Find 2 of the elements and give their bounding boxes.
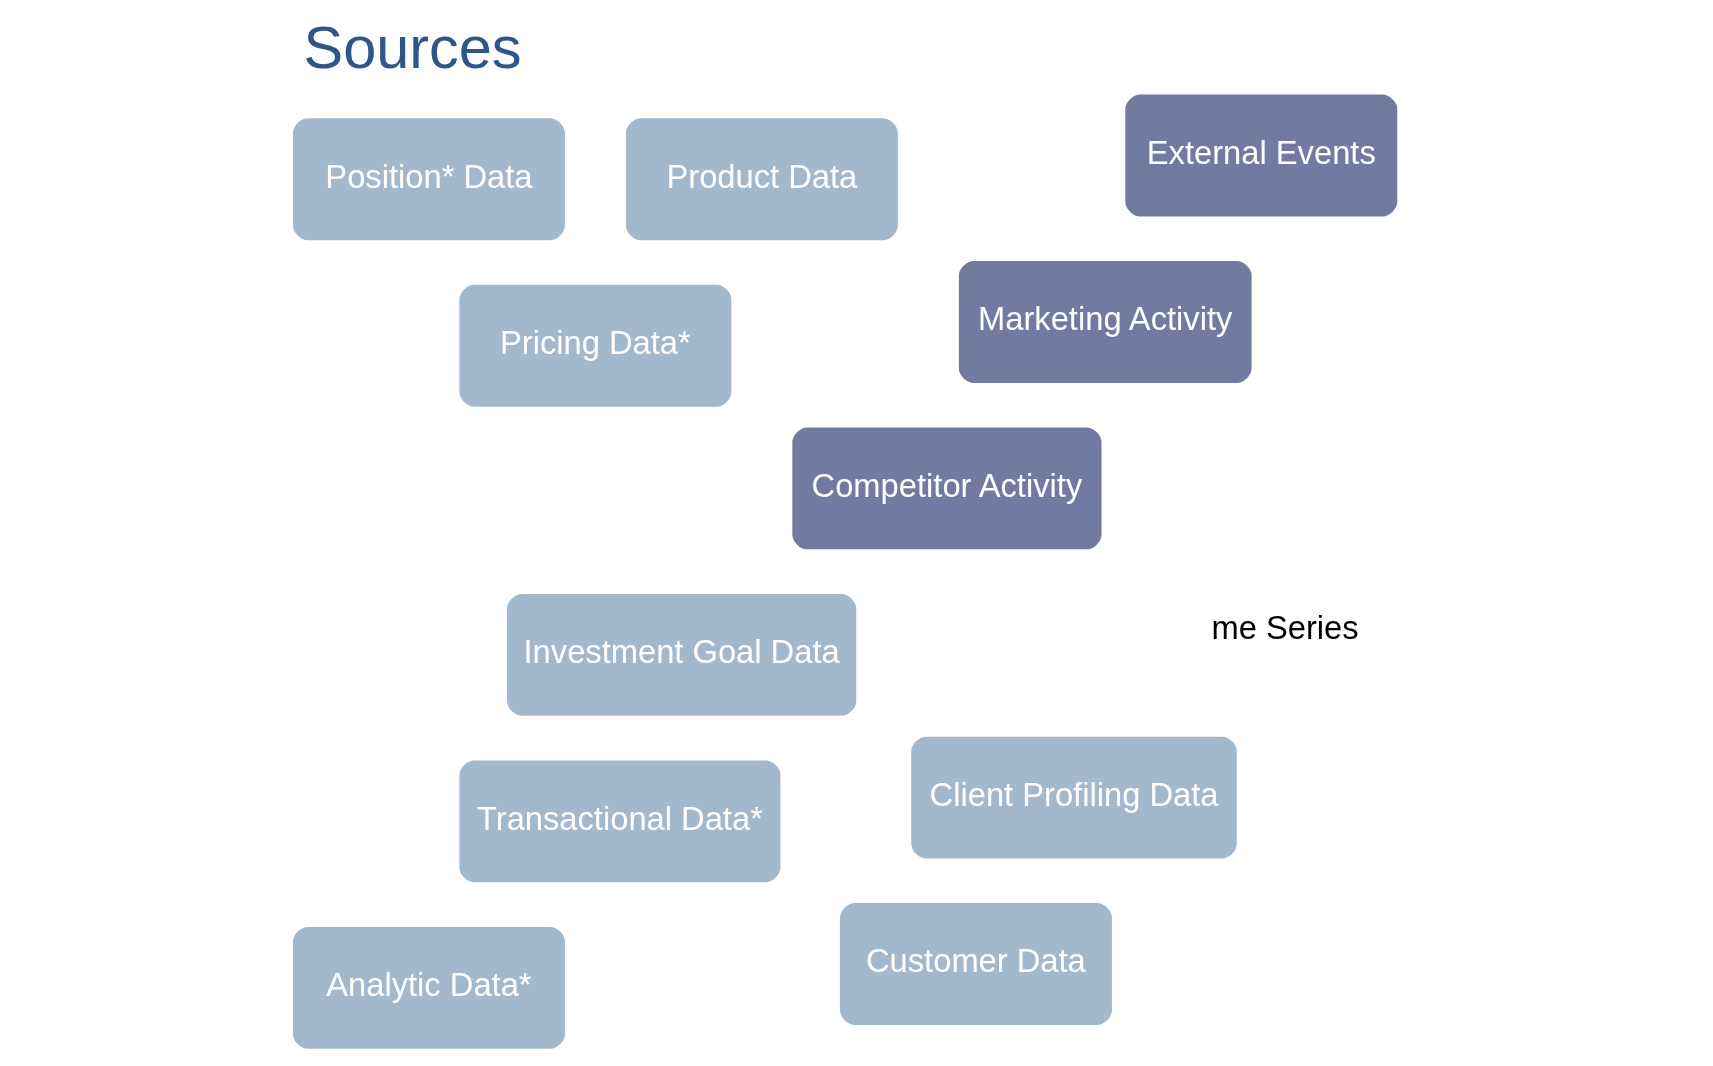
label: me Series: [1211, 609, 1359, 647]
diagram-title: Sources: [303, 13, 522, 81]
